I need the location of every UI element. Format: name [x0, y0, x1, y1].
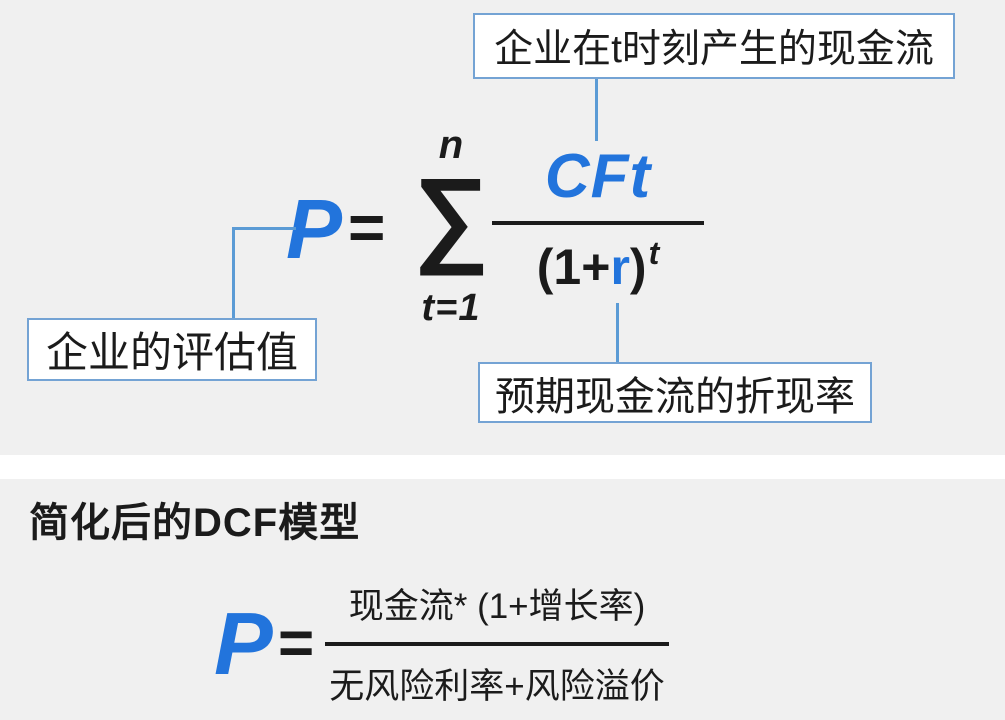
simplified-lhs-p: P	[214, 594, 273, 693]
fraction-bar	[492, 221, 704, 225]
connector-discount-vertical	[616, 303, 619, 364]
connector-valuation-vertical	[232, 227, 235, 320]
simplified-denominator: 无风险利率+风险溢价	[329, 667, 665, 706]
connector-cashflow-vertical	[595, 79, 598, 141]
section-heading: 简化后的DCF模型	[29, 501, 361, 545]
callout-cashflow-at-t-label: 企业在t时刻产生的现金流	[494, 28, 934, 71]
sigma-symbol: ∑	[413, 157, 489, 275]
denominator-r: r	[610, 239, 630, 295]
fraction-block: CFt (1+r)t	[492, 145, 704, 301]
denominator-exponent-t: t	[648, 235, 660, 271]
summation-lower-limit: t=1	[421, 287, 481, 329]
simplified-numerator: 现金流* (1+增长率)	[348, 587, 646, 626]
simplified-equals: =	[278, 609, 315, 678]
connector-valuation-horizontal	[232, 227, 296, 230]
callout-cashflow-at-t: 企业在t时刻产生的现金流	[473, 13, 955, 79]
simplified-fraction-bar	[325, 642, 669, 646]
formula-equals: =	[348, 191, 386, 263]
summation-block: n ∑ t=1	[394, 123, 508, 329]
fraction-numerator-cft: CFt	[544, 142, 652, 211]
callout-discount-rate: 预期现金流的折现率	[478, 362, 872, 423]
callout-enterprise-valuation: 企业的评估值	[27, 318, 317, 381]
denominator-open: (1+	[536, 239, 611, 295]
callout-discount-rate-label: 预期现金流的折现率	[495, 374, 855, 419]
simplified-fraction-block: 现金流* (1+增长率) 无风险利率+风险溢价	[325, 586, 669, 708]
callout-enterprise-valuation-label: 企业的评估值	[45, 329, 298, 376]
section-divider	[0, 455, 1005, 479]
denominator-close: )	[629, 239, 647, 295]
fraction-denominator: (1+r)t	[492, 235, 704, 301]
summation-upper-limit: n	[438, 123, 464, 167]
